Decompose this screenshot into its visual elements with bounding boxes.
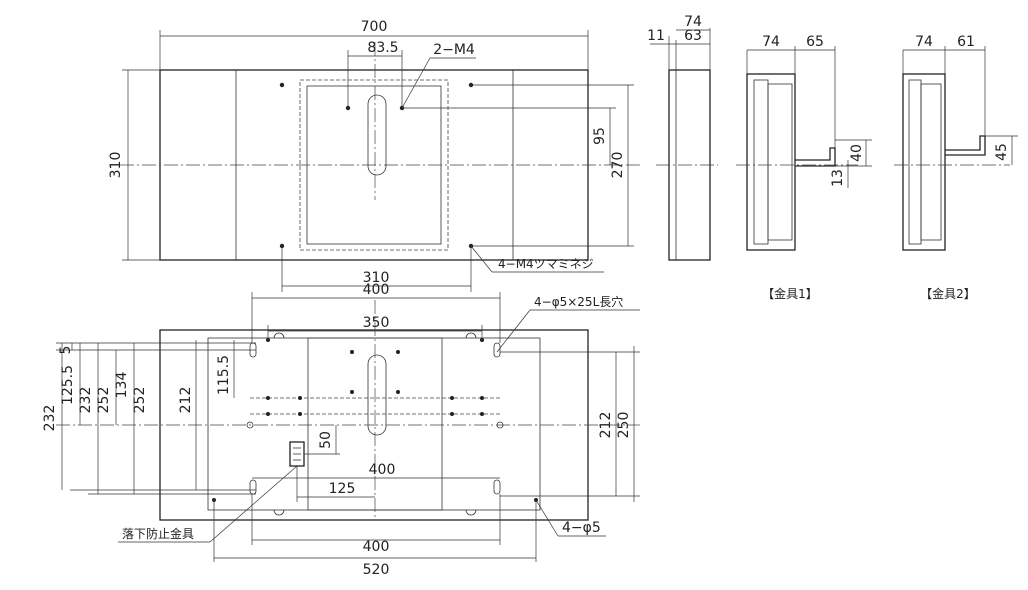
front-screw-dots bbox=[279, 82, 474, 249]
front-screw-knob: 4−M4ツマミネジ bbox=[498, 257, 594, 271]
front-offset-83-5: 83.5 bbox=[367, 40, 398, 56]
back-dim-400-mid: 400 bbox=[369, 462, 396, 478]
bracket1-dim-65: 65 bbox=[806, 34, 824, 50]
side-dim-63: 63 bbox=[684, 28, 702, 44]
back-dim-125-5: 125.5 bbox=[60, 365, 76, 405]
bracket2-arm bbox=[945, 135, 986, 156]
back-slot bbox=[367, 354, 387, 436]
front-dim-270: 270 bbox=[610, 152, 626, 179]
back-dim-252-a: 252 bbox=[96, 387, 112, 414]
back-dim-520: 520 bbox=[363, 562, 390, 578]
back-dim-400-bottom: 400 bbox=[363, 539, 390, 555]
back-dim-212-left: 212 bbox=[178, 387, 194, 414]
side-dim-74: 74 bbox=[684, 14, 702, 30]
back-view: 400 350 4−φ5×25L長穴 232 5 125.5 232 252 1… bbox=[42, 282, 640, 578]
back-dim-115-5: 115.5 bbox=[216, 355, 232, 395]
front-panel-dashed bbox=[299, 79, 449, 251]
back-slot-holes-label: 4−φ5×25L長穴 bbox=[534, 294, 623, 309]
front-screw-2m4: 2−M4 bbox=[433, 42, 475, 58]
back-dim-232-outer: 232 bbox=[42, 405, 58, 432]
bracket2-dim-74: 74 bbox=[915, 34, 933, 50]
bracket1-arm bbox=[795, 147, 836, 167]
back-hole-dots bbox=[212, 338, 538, 502]
back-dim-5: 5 bbox=[58, 346, 74, 355]
bracket1-view: 74 65 40 13 【金具1】 bbox=[736, 34, 872, 301]
bracket1-label: 【金具1】 bbox=[762, 286, 818, 301]
side-dim-11: 11 bbox=[647, 28, 665, 44]
bracket1-dim-74: 74 bbox=[762, 34, 780, 50]
back-dim-125: 125 bbox=[329, 481, 356, 497]
side-view: 74 11 63 bbox=[647, 14, 718, 261]
back-dim-134: 134 bbox=[114, 372, 130, 399]
front-width-700: 700 bbox=[361, 19, 388, 35]
bracket2-dim-45: 45 bbox=[994, 143, 1010, 161]
front-dim-95: 95 bbox=[592, 127, 608, 145]
bracket2-view: 74 61 45 【金具2】 bbox=[894, 34, 1018, 301]
bracket1-body bbox=[746, 73, 796, 251]
back-left-dims bbox=[56, 342, 256, 495]
back-dim-250: 250 bbox=[616, 412, 632, 439]
back-dim-400-top: 400 bbox=[363, 282, 390, 298]
bracket2-dim-61: 61 bbox=[957, 34, 975, 50]
front-height-310: 310 bbox=[108, 152, 124, 179]
front-slot bbox=[367, 94, 387, 176]
front-view: 700 83.5 2−M4 310 95 270 310 4−M4ツマミネジ bbox=[108, 19, 640, 292]
back-dim-212-right: 212 bbox=[598, 412, 614, 439]
back-plate bbox=[207, 337, 541, 511]
bracket2-label: 【金具2】 bbox=[920, 286, 976, 301]
fall-prevention-label: 落下防止金具 bbox=[122, 526, 194, 541]
bracket2-body bbox=[902, 73, 946, 251]
back-holes-label: 4−φ5 bbox=[562, 520, 601, 536]
back-dim-232-inner: 232 bbox=[78, 387, 94, 414]
back-dim-50: 50 bbox=[318, 431, 334, 449]
back-dim-252-b: 252 bbox=[132, 387, 148, 414]
bracket1-dim-40: 40 bbox=[849, 144, 865, 162]
bracket1-dim-13: 13 bbox=[830, 169, 846, 187]
back-semi-holes bbox=[246, 332, 504, 516]
front-dim-310-bottom: 310 bbox=[363, 270, 390, 286]
back-dim-350: 350 bbox=[363, 315, 390, 331]
